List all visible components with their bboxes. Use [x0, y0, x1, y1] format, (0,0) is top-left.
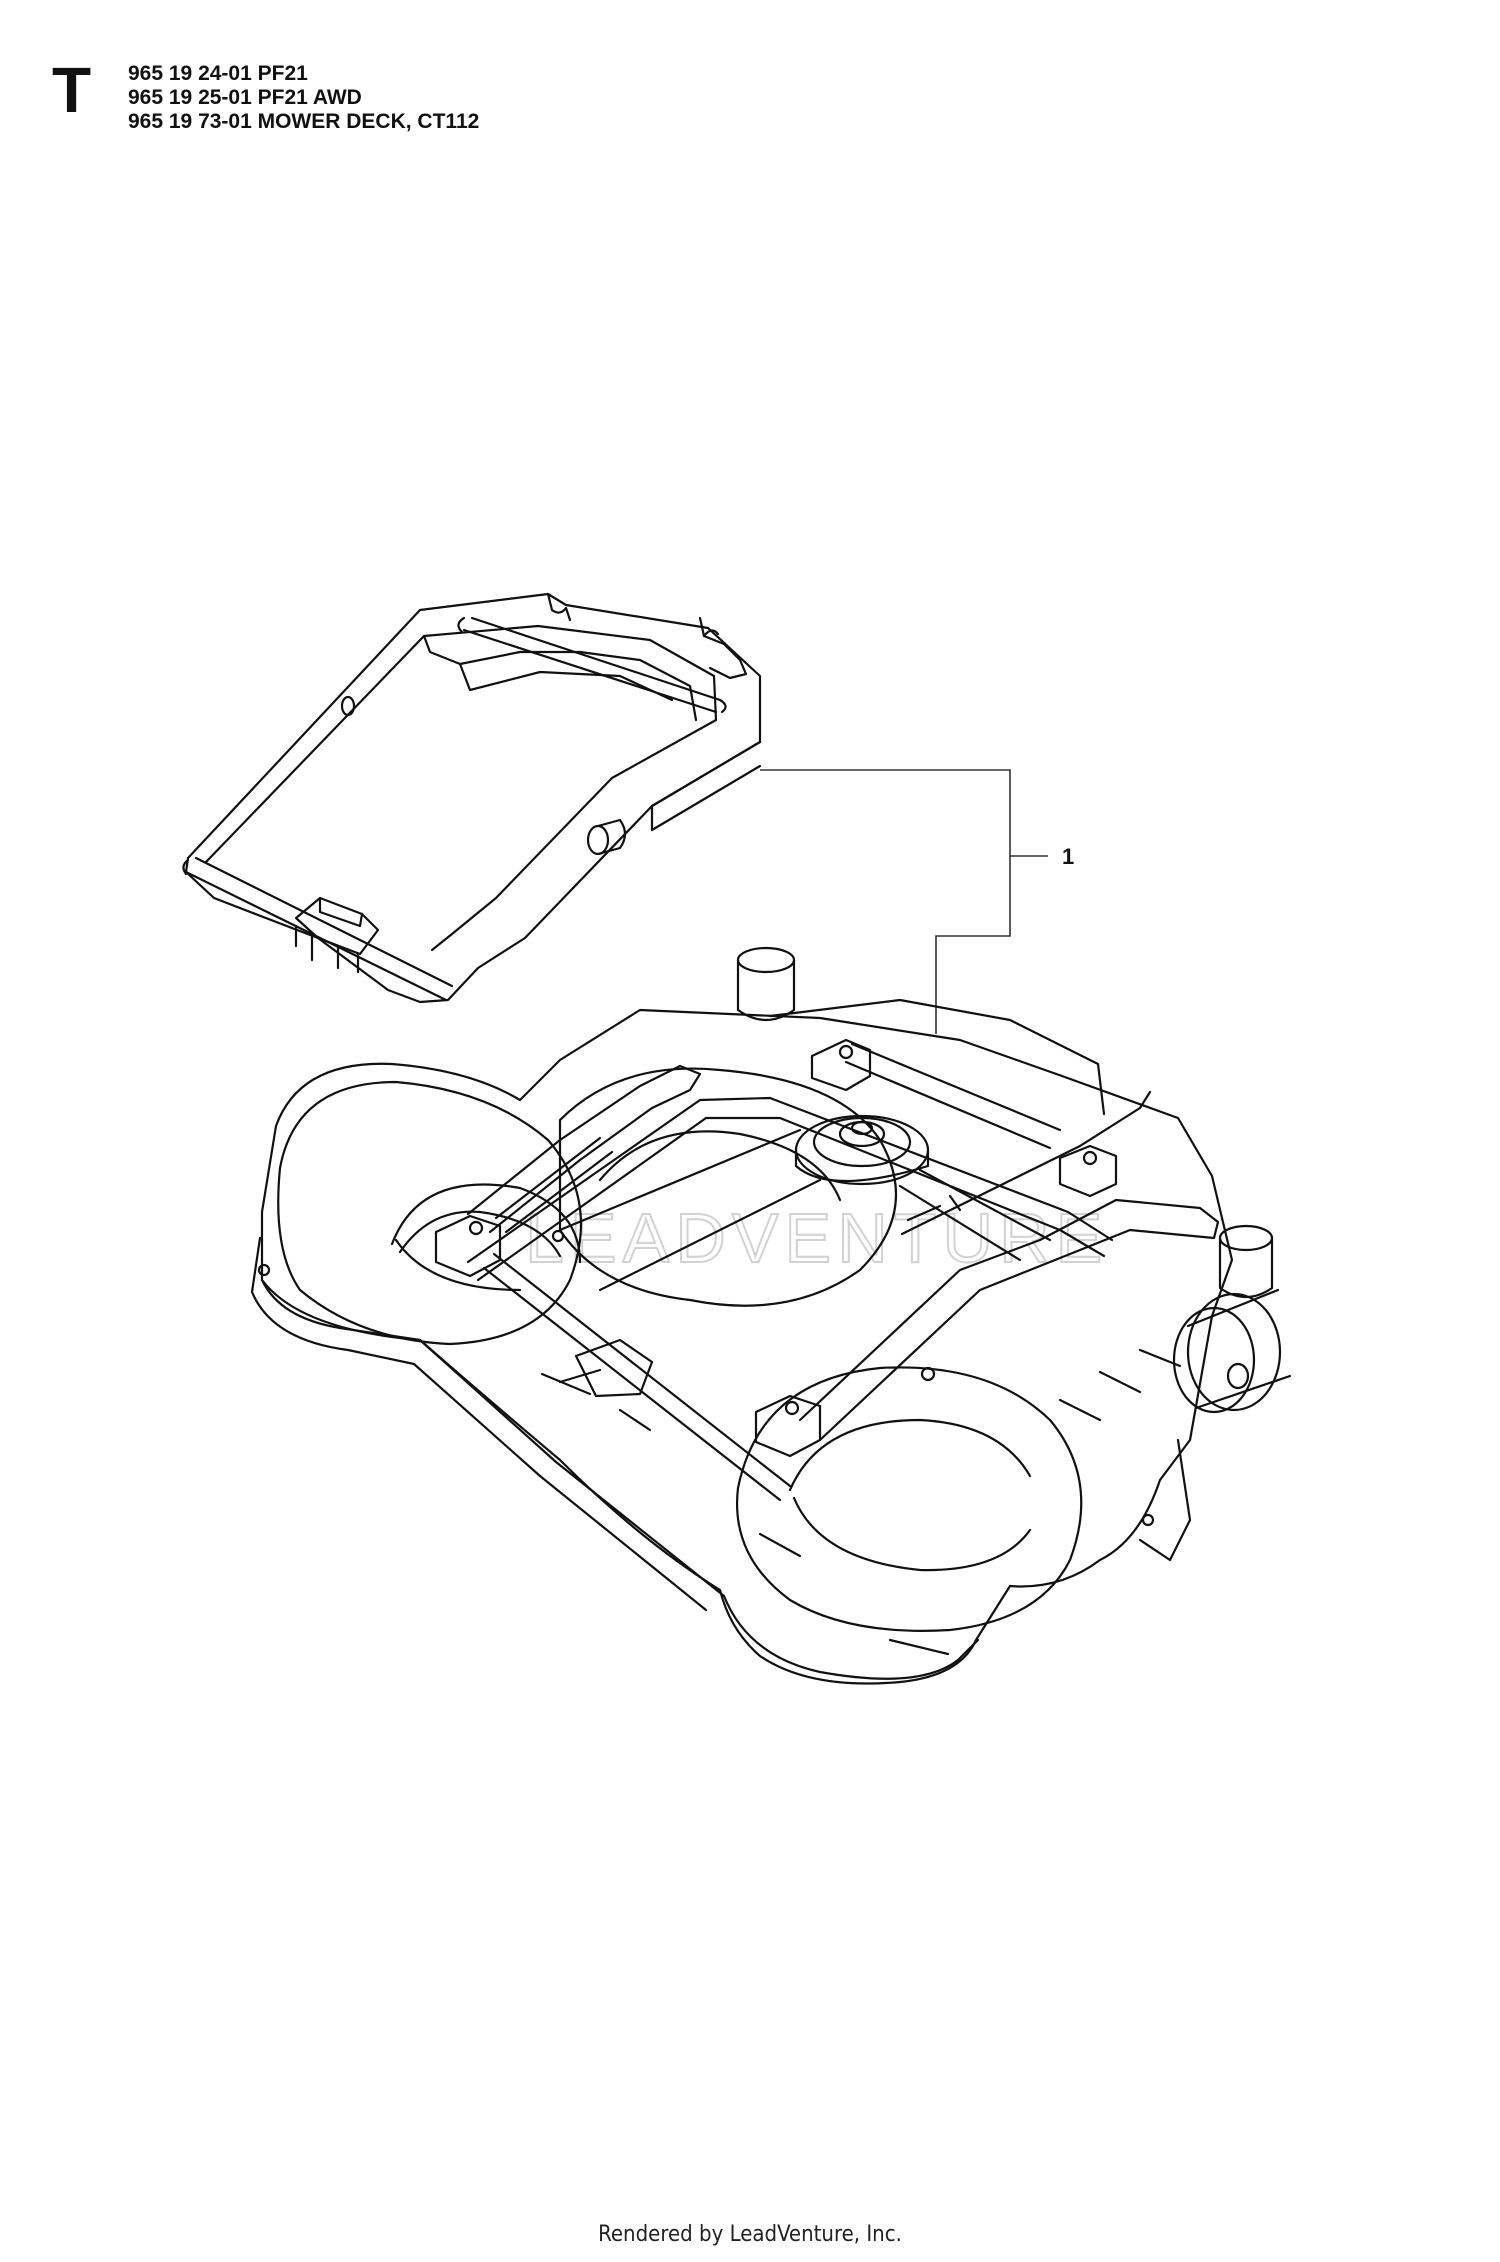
mower-deck — [250, 946, 1292, 1685]
lift-frame — [182, 592, 762, 1004]
part-line-2: 965 19 25-01 PF21 AWD — [128, 86, 362, 109]
part-line-3: 965 19 73-01 MOWER DECK, CT112 — [128, 110, 480, 133]
footer-credit: Rendered by LeadVenture, Inc. — [598, 2222, 902, 2247]
watermark-text: LEADVENTURE — [525, 1199, 1108, 1277]
part-line-1: 965 19 24-01 PF21 — [128, 62, 308, 85]
section-letter: T — [52, 54, 92, 126]
callout-label-1: 1 — [1062, 844, 1074, 869]
part-list-header: 965 19 24-01 PF21 965 19 25-01 PF21 AWD … — [128, 62, 479, 134]
callout-leader — [760, 769, 1048, 1034]
